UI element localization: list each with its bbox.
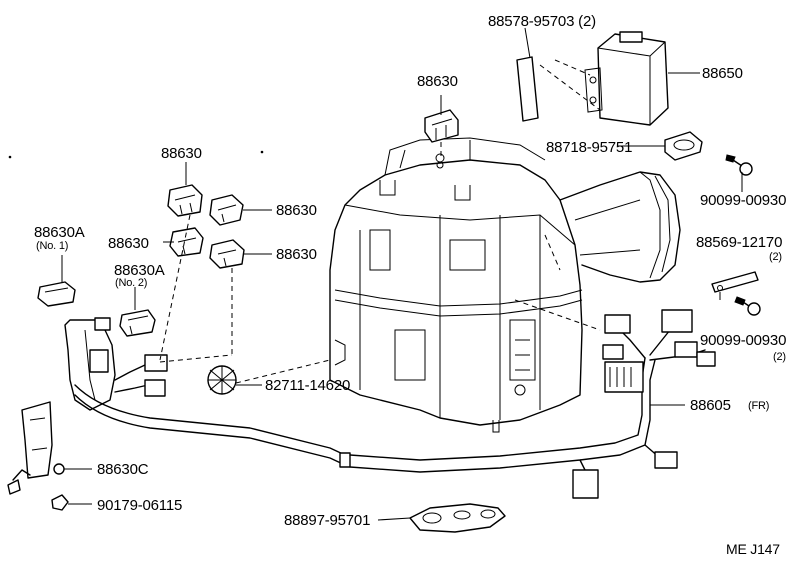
ac-duct xyxy=(559,171,681,283)
label-90099-b-qty: (2) xyxy=(773,351,786,363)
clip-90179 xyxy=(51,494,69,511)
stray-mark-1 xyxy=(8,155,12,159)
label-88718-95751: 88718-95751 xyxy=(546,139,633,156)
label-88630-right-1: 88630 xyxy=(276,202,317,219)
label-88630A-no1: 88630A xyxy=(34,224,85,241)
label-88650: 88650 xyxy=(702,65,743,82)
pad-88578 xyxy=(516,56,539,122)
label-88630-left-2: 88630 xyxy=(108,235,149,252)
label-90099-00930-b: 90099-00930 xyxy=(700,332,787,349)
diagram-id: ME J147 xyxy=(726,541,780,557)
label-88605-fr: (FR) xyxy=(748,400,770,412)
label-no2: (No. 2) xyxy=(115,277,148,289)
label-90179-06115: 90179-06115 xyxy=(97,497,183,514)
label-88630-right-2: 88630 xyxy=(276,246,317,263)
relay-88630A-no2 xyxy=(119,309,156,337)
amplifier-88650 xyxy=(584,31,669,126)
ac-unit-housing xyxy=(329,137,583,433)
relay-88630-4 xyxy=(209,239,245,269)
label-88630A-no2: 88630A xyxy=(114,262,165,279)
label-no1: (No. 1) xyxy=(36,240,69,252)
resistor-82711 xyxy=(207,365,237,395)
label-88569-qty: (2) xyxy=(769,251,782,263)
connector-88630C xyxy=(7,463,65,495)
relay-88630-1 xyxy=(167,184,203,217)
screw-90099-a xyxy=(725,154,753,176)
left-harness-bracket xyxy=(21,317,168,479)
relay-88630-2 xyxy=(209,194,244,226)
label-88569-12170: 88569-12170 xyxy=(696,234,783,251)
label-88630C: 88630C xyxy=(97,461,149,478)
label-88897-95701: 88897-95701 xyxy=(284,512,371,529)
screw-90099-b xyxy=(734,296,761,316)
stray-mark-2 xyxy=(260,150,264,154)
clamp-88718 xyxy=(664,131,703,161)
relay-88630A-no1 xyxy=(37,281,76,307)
label-88630-left: 88630 xyxy=(161,145,202,162)
wire-harness-88605 xyxy=(74,309,716,499)
label-90099-00930-a: 90099-00930 xyxy=(700,192,787,209)
bracket-88569 xyxy=(711,271,759,293)
grommet-88897 xyxy=(409,503,506,533)
label-88578-95703: 88578-95703 (2) xyxy=(488,13,596,30)
label-82711-14620: 82711-14620 xyxy=(265,377,351,394)
label-88605: 88605 xyxy=(690,397,731,414)
label-88630-top: 88630 xyxy=(417,73,458,90)
leader-lines xyxy=(61,27,743,521)
relay-88630-top xyxy=(424,109,459,143)
relay-88630-3 xyxy=(169,227,204,257)
